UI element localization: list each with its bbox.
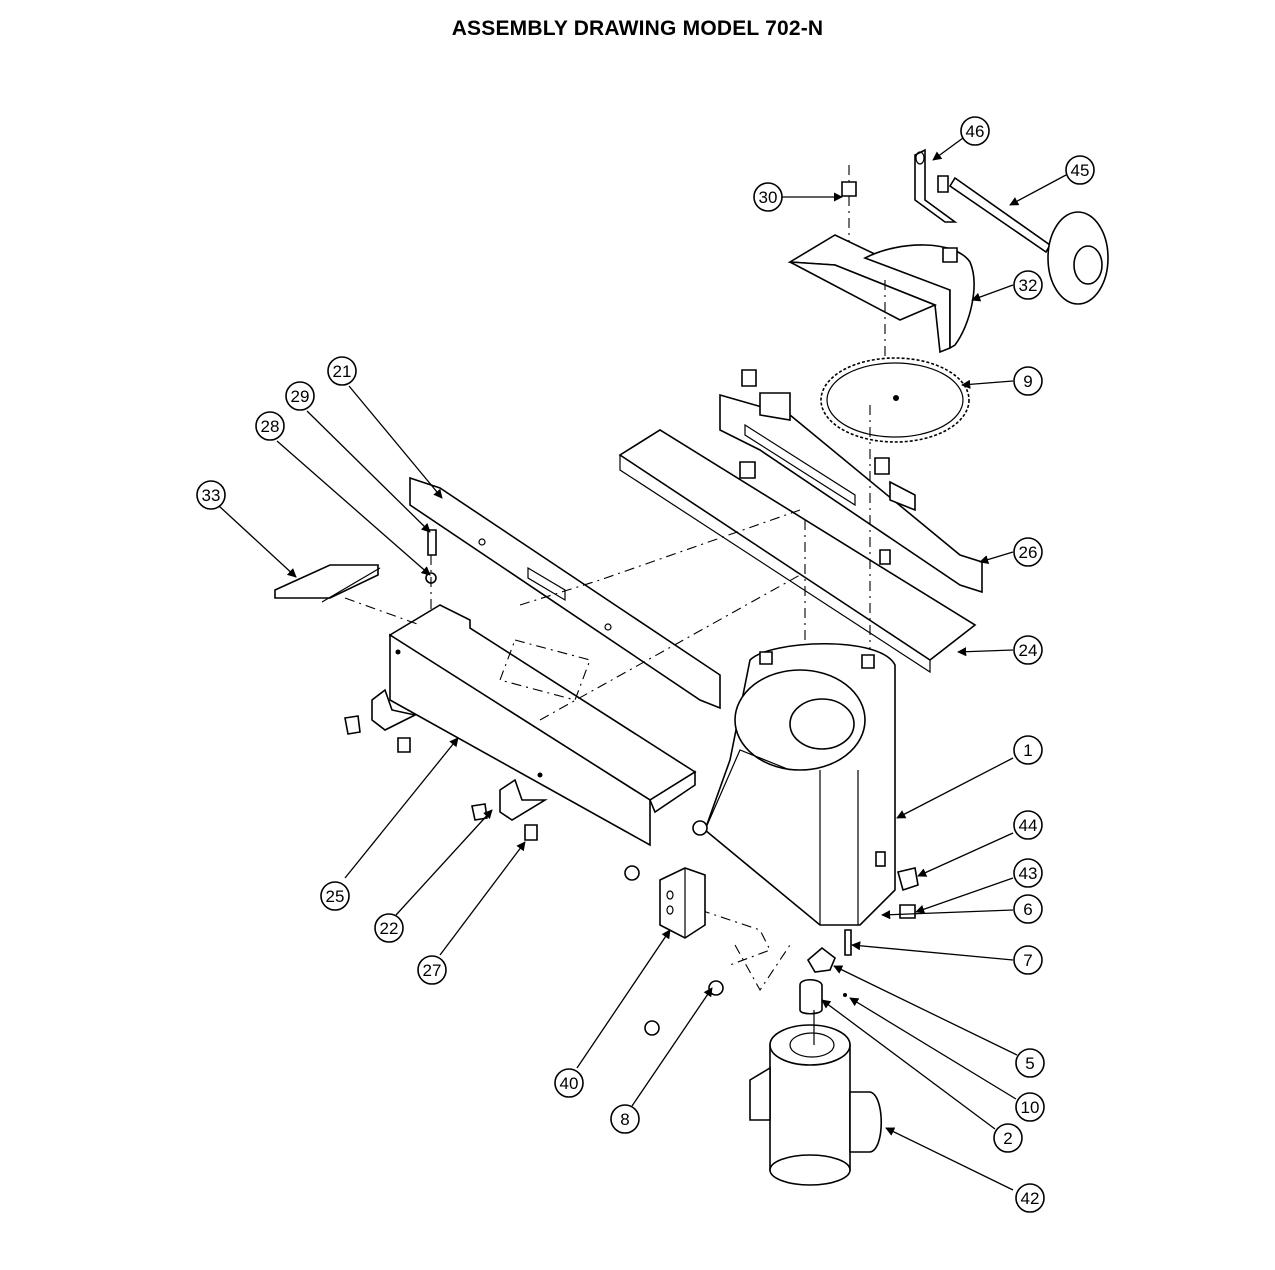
callout-label: 25 [326,887,345,906]
callout-circle [327,356,357,386]
callout-circle [1013,537,1043,567]
callout-22: 22 [374,913,404,943]
callout-label: 42 [1021,1189,1040,1208]
callout-27: 27 [417,955,447,985]
callout-label: 7 [1023,951,1032,970]
callout-2: 2 [993,1123,1023,1153]
callout-label: 1 [1023,741,1032,760]
callout-6: 6 [1013,894,1043,924]
part-7-5-10-2-hardware [799,929,852,1015]
part-21-plate [409,476,721,710]
part-24-table-top [618,429,977,674]
part-29-28-pin-washer [425,529,437,630]
callout-label: 5 [1025,1054,1034,1073]
callout-43: 43 [1013,858,1043,888]
callout-45: 45 [1065,155,1095,185]
callout-28: 28 [255,411,285,441]
callout-label: 44 [1019,816,1038,835]
callout-label: 9 [1023,372,1032,391]
part-hardware-upper [741,369,890,475]
callout-label: 27 [423,961,442,980]
callout-5: 5 [1015,1048,1045,1078]
callout-circle [610,1104,640,1134]
part-45-rod-disc [937,175,1109,305]
callout-circle [753,182,783,212]
callout-circle [1013,894,1043,924]
callout-label: 45 [1071,161,1090,180]
callout-label: 24 [1019,641,1038,660]
callout-25: 25 [320,881,350,911]
callout-26: 26 [1013,537,1043,567]
callout-circle [1013,366,1043,396]
callout-label: 30 [759,188,778,207]
part-8-feet [624,820,724,1036]
callout-circle [374,913,404,943]
callout-label: 22 [380,919,399,938]
callout-circle [1013,945,1043,975]
part-22-27-brackets [344,688,548,841]
callout-46: 46 [960,116,990,146]
callout-circle [196,480,226,510]
callout-circle [1015,1183,1045,1213]
part-25-side-table [389,604,697,847]
callout-circle [554,1068,584,1098]
callout-circle [1013,735,1043,765]
callout-42: 42 [1015,1183,1045,1213]
part-42-motor [749,1010,883,1186]
callout-circle [1013,635,1043,665]
callout-circle [285,381,315,411]
callout-circle [1015,1048,1045,1078]
part-32-guard [787,234,975,395]
callout-circle [1013,858,1043,888]
callout-circle [1013,810,1043,840]
callout-circle [320,881,350,911]
callout-label: 28 [261,417,280,436]
callout-label: 26 [1019,543,1038,562]
callout-label: 43 [1019,864,1038,883]
callout-label: 6 [1023,900,1032,919]
callout-label: 32 [1019,276,1038,295]
part-33-plate [274,564,381,603]
part-26-fence [719,392,983,594]
callout-7: 7 [1013,945,1043,975]
callout-8: 8 [610,1104,640,1134]
callout-label: 21 [333,362,352,381]
callout-circle [1065,155,1095,185]
part-44-43-switch-plug [897,867,919,919]
callout-circle [960,116,990,146]
callout-30: 30 [753,182,783,212]
callout-label: 10 [1021,1098,1040,1117]
callout-9: 9 [1013,366,1043,396]
leader-lines [218,137,1067,1191]
page-title: ASSEMBLY DRAWING MODEL 702-N [451,17,824,40]
callout-circle [255,411,285,441]
callout-label: 33 [202,486,221,505]
callout-40: 40 [554,1068,584,1098]
callout-label: 29 [291,387,310,406]
part-30-screw [841,165,857,245]
part-9-saw-blade [820,357,970,443]
callout-circle [1015,1092,1045,1122]
callout-44: 44 [1013,810,1043,840]
callout-1: 1 [1013,735,1043,765]
callout-circle [1013,270,1043,300]
part-46-bracket [914,148,958,223]
callout-32: 32 [1013,270,1043,300]
callout-circle [993,1123,1023,1153]
callout-label: 40 [560,1074,579,1093]
callout-24: 24 [1013,635,1043,665]
callout-33: 33 [196,480,226,510]
callout-circle [417,955,447,985]
callout-layer: 46 45 30 32 9 21 29 28 33 26 24 1 44 43 6 7 5 10 2 42 25 22 27… [196,116,1095,1213]
callout-10: 10 [1015,1092,1045,1122]
part-1-cabinet [704,642,896,926]
part-40-box [659,867,706,939]
callout-29: 29 [285,381,315,411]
callout-21: 21 [327,356,357,386]
callout-label: 8 [620,1110,629,1129]
callout-label: 46 [966,122,985,141]
callout-label: 2 [1003,1129,1012,1148]
